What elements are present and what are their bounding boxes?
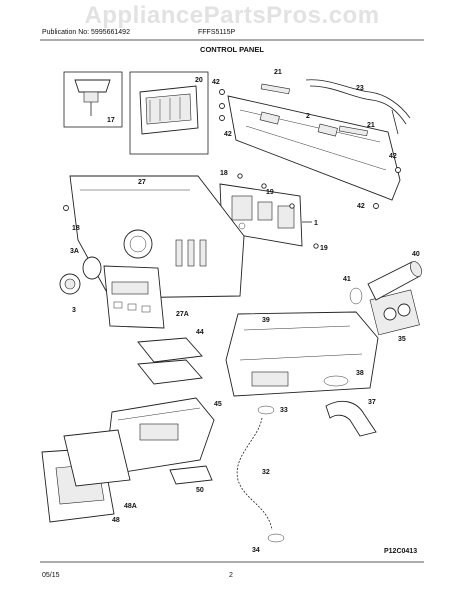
- clamp-part-34: 34: [252, 533, 285, 554]
- wire-harness-part-23: 23: [305, 79, 411, 135]
- seal-part-38: 38: [323, 370, 364, 387]
- section-title: CONTROL PANEL: [200, 45, 264, 54]
- screws-19: 18 19 19: [220, 170, 328, 252]
- hose-part-40: 40 41: [343, 251, 422, 305]
- callout-45: 45: [214, 401, 222, 408]
- inset-part-17: 17: [63, 71, 123, 128]
- tube-part-32: 32: [236, 417, 273, 531]
- callout-19b: 19: [320, 245, 328, 252]
- callout-37: 37: [368, 399, 376, 406]
- callout-2: 2: [306, 113, 310, 120]
- watermark: AppliancePartsPros.com: [84, 2, 380, 29]
- callout-35: 35: [398, 336, 406, 343]
- console-frame-part-2: 2: [227, 95, 401, 201]
- overlay-part-27a: 27A: [103, 265, 189, 329]
- callout-20: 20: [195, 77, 203, 84]
- footer-date: 05/15: [42, 572, 60, 579]
- callout-3a: 3A: [70, 248, 79, 255]
- control-board-part-1: 1: [219, 183, 318, 247]
- elbow-part-37: 37: [325, 399, 377, 437]
- callout-42b: 42: [224, 131, 232, 138]
- footer-page: 2: [229, 572, 233, 579]
- callout-27: 27: [138, 179, 146, 186]
- callout-21a: 21: [274, 69, 282, 76]
- diagram-code: P12C0413: [384, 548, 417, 555]
- callout-34: 34: [252, 547, 260, 554]
- clamp-part-33: 33: [257, 405, 288, 415]
- cap-part-50: 50: [169, 465, 213, 494]
- callout-18b: 18: [220, 170, 228, 177]
- callout-42c: 42: [389, 153, 397, 160]
- callout-40: 40: [412, 251, 420, 258]
- callout-33: 33: [280, 407, 288, 414]
- publication-number: Publication No: 5995661492: [42, 29, 130, 36]
- knob-part-3: 3A 3: [59, 248, 102, 314]
- callout-23: 23: [356, 85, 364, 92]
- inlet-valve-part-35: 35: [369, 289, 420, 343]
- dispenser-part-39: 39: [225, 311, 379, 397]
- inset-part-20: 20: [129, 71, 209, 155]
- callout-41: 41: [343, 276, 351, 283]
- callout-3: 3: [72, 307, 76, 314]
- callout-42a: 42: [212, 79, 220, 86]
- strips-part-21: 21 21: [260, 69, 375, 137]
- screws-42-right: 42 42: [357, 153, 401, 210]
- callout-48a: 48A: [124, 503, 137, 510]
- screw-18-left: 18: [63, 205, 80, 232]
- callout-19: 19: [266, 189, 274, 196]
- callout-27a: 27A: [176, 311, 189, 318]
- drawer-insert-part-48a: 48A: [63, 429, 137, 510]
- callout-44: 44: [196, 329, 204, 336]
- callout-48: 48: [112, 517, 120, 524]
- callout-18: 18: [72, 225, 80, 232]
- callout-1: 1: [314, 220, 318, 227]
- screws-42-top-left: 42 42: [212, 79, 232, 138]
- callout-17: 17: [107, 117, 115, 124]
- model-number: FFFS5115P: [198, 29, 236, 36]
- callout-21b: 21: [367, 122, 375, 129]
- callout-50: 50: [196, 487, 204, 494]
- callout-38: 38: [356, 370, 364, 377]
- insert-part-44: 44: [137, 329, 204, 385]
- callout-32: 32: [262, 469, 270, 476]
- callout-39: 39: [262, 317, 270, 324]
- callout-42d: 42: [357, 203, 365, 210]
